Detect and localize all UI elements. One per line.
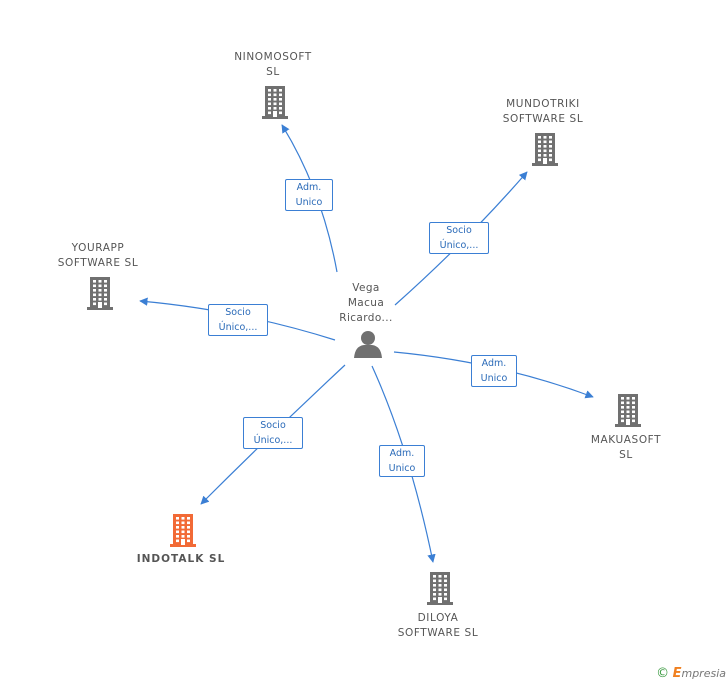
company-node-indotalk[interactable]: [168, 513, 198, 551]
edge-label-line: Unico: [388, 463, 416, 474]
company-node-makuasoft[interactable]: [613, 393, 643, 431]
edge-label-line: Adm.: [481, 358, 507, 369]
edge-label-line: Adm.: [389, 448, 415, 459]
edge-label-diloya[interactable]: Adm. Unico: [379, 445, 425, 477]
company-node-yourapp[interactable]: [85, 276, 115, 314]
company-name-line: SL: [266, 66, 280, 78]
company-name-line: MAKUASOFT: [590, 434, 662, 446]
person-icon: [354, 331, 382, 358]
company-name-line: YOURAPP: [71, 242, 125, 254]
edge-label-line: Unico: [480, 373, 508, 384]
company-name-ninomosoft[interactable]: NINOMOSOFT SL: [213, 50, 333, 80]
empresia-logo-initial: E: [672, 666, 682, 681]
company-name-line: MUNDOTRIKI: [506, 98, 580, 110]
company-name-mundotriki[interactable]: MUNDOTRIKI SOFTWARE SL: [483, 97, 603, 127]
edge-label-line: Único,...: [439, 240, 479, 251]
building-icon: [427, 572, 453, 605]
edge-label-line: Único,...: [253, 435, 293, 446]
person-node[interactable]: [353, 330, 383, 362]
company-name-yourapp[interactable]: YOURAPP SOFTWARE SL: [38, 241, 158, 271]
person-name-line: Ricardo...: [339, 312, 393, 324]
edge-label-line: Socio: [260, 420, 286, 431]
building-icon: [87, 277, 113, 310]
company-name-makuasoft[interactable]: MAKUASOFT SL: [566, 433, 686, 463]
edge-label-makuasoft[interactable]: Adm. Unico: [471, 355, 517, 387]
edge-label-line: Único,...: [218, 322, 258, 333]
company-name-line: DILOYA: [417, 612, 459, 624]
company-node-diloya[interactable]: [425, 571, 455, 609]
company-name-line: SOFTWARE SL: [57, 257, 139, 269]
building-icon: [170, 514, 196, 547]
company-name-line: SL: [619, 449, 633, 461]
company-name-line: NINOMOSOFT: [234, 51, 312, 63]
building-icon: [615, 394, 641, 427]
company-name-line: SOFTWARE SL: [397, 627, 479, 639]
building-icon: [532, 133, 558, 166]
edge-label-line: Adm.: [296, 182, 322, 193]
company-node-mundotriki[interactable]: [530, 132, 560, 170]
edge-label-line: Socio: [446, 225, 472, 236]
company-name-indotalk[interactable]: INDOTALK SL: [121, 552, 241, 567]
building-icon: [262, 86, 288, 119]
empresia-footer[interactable]: © Empresia: [656, 666, 726, 681]
edge-label-line: Socio: [225, 307, 251, 318]
empresia-logo-text: mpresia: [681, 667, 726, 680]
company-name-line: SOFTWARE SL: [502, 113, 584, 125]
edge-label-line: Unico: [295, 197, 323, 208]
edge-label-ninomosoft[interactable]: Adm. Unico: [285, 179, 333, 211]
company-name-line: INDOTALK SL: [136, 553, 226, 565]
person-name-line: Vega: [352, 282, 380, 294]
copyright-symbol: ©: [656, 666, 670, 681]
company-node-ninomosoft[interactable]: [260, 85, 290, 123]
company-name-diloya[interactable]: DILOYA SOFTWARE SL: [378, 611, 498, 641]
person-name-line: Macua: [347, 297, 385, 309]
